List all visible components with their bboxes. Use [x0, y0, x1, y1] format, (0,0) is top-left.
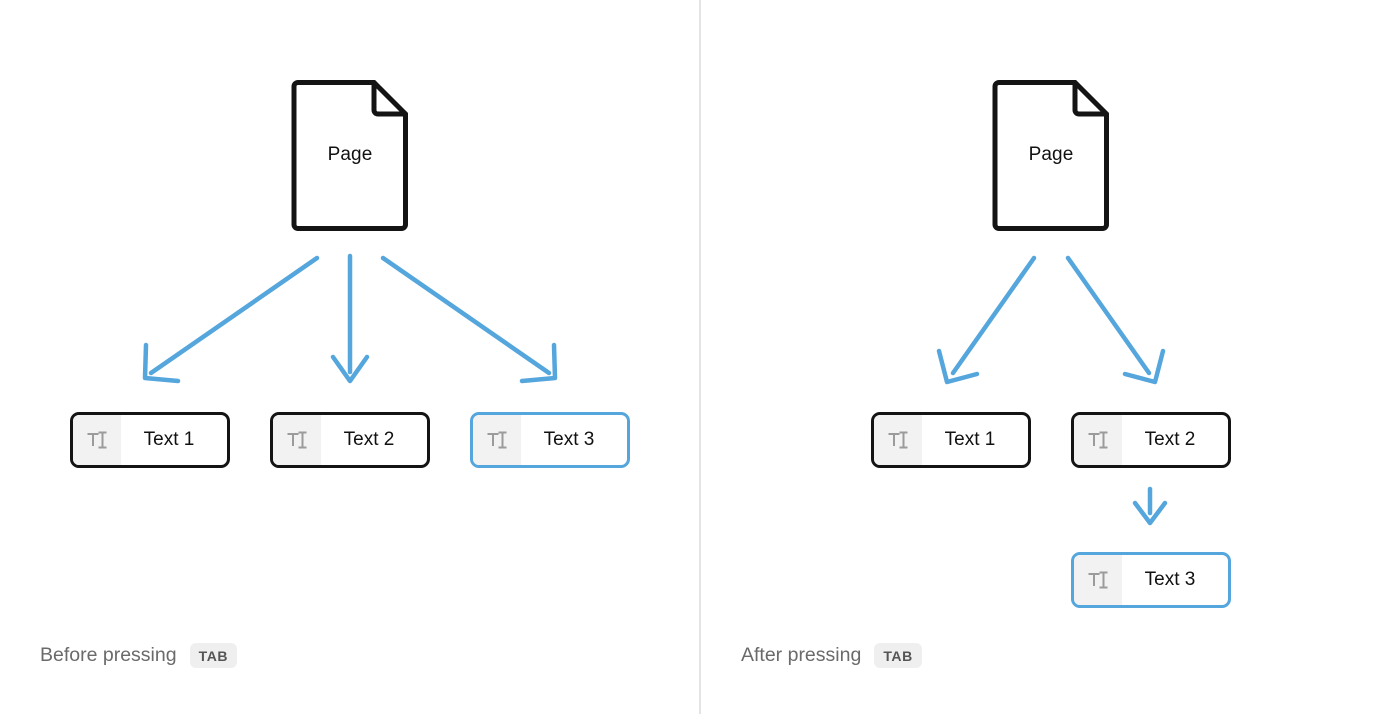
text-node-text2[interactable]: Text 2: [270, 412, 430, 468]
panel-divider: [699, 0, 701, 714]
text-node-label: Text 2: [1144, 429, 1196, 450]
page-node[interactable]: Page: [290, 78, 410, 233]
text-node-text3[interactable]: Text 3: [470, 412, 630, 468]
text-node-text1[interactable]: Text 1: [70, 412, 230, 468]
text-node-text3[interactable]: Text 3: [1071, 552, 1231, 608]
text-node-text1[interactable]: Text 1: [871, 412, 1031, 468]
arrow-page-to-text2: [330, 253, 370, 384]
page-node[interactable]: Page: [991, 78, 1111, 233]
arrow-text2-to-text3: [1132, 486, 1168, 526]
text-node-label: Text 3: [1144, 569, 1196, 590]
text-tool-icon: [1074, 555, 1122, 605]
panel-before-pressing-tab: Page Text 1: [0, 0, 699, 714]
text-node-label: Text 1: [143, 429, 195, 450]
page-document-icon: [291, 80, 408, 231]
text-node-label: Text 2: [343, 429, 395, 450]
caption-text: Before pressing: [40, 644, 177, 666]
arrow-page-to-text1: [142, 255, 320, 384]
text-tool-icon: [1074, 415, 1122, 465]
arrow-page-to-text3: [380, 255, 558, 384]
page-node-label: Page: [327, 144, 373, 165]
text-node-label: Text 1: [944, 429, 996, 450]
text-tool-icon: [273, 415, 321, 465]
arrow-page-to-text1: [936, 255, 1037, 385]
caption-text: After pressing: [741, 644, 862, 666]
text-tool-icon: [73, 415, 121, 465]
text-node-text2[interactable]: Text 2: [1071, 412, 1231, 468]
panel-after-pressing-tab: Page Text 1: [701, 0, 1400, 714]
tab-key-badge: TAB: [189, 643, 238, 668]
text-tool-icon: [874, 415, 922, 465]
text-node-label: Text 3: [543, 429, 595, 450]
page-node-label: Page: [1028, 144, 1074, 165]
tab-key-badge: TAB: [874, 643, 922, 668]
arrow-page-to-text2: [1065, 255, 1166, 385]
text-tool-icon: [473, 415, 521, 465]
caption-before: Before pressing TAB: [40, 643, 238, 668]
page-document-icon: [992, 80, 1109, 231]
caption-after: After pressing TAB: [741, 643, 922, 668]
